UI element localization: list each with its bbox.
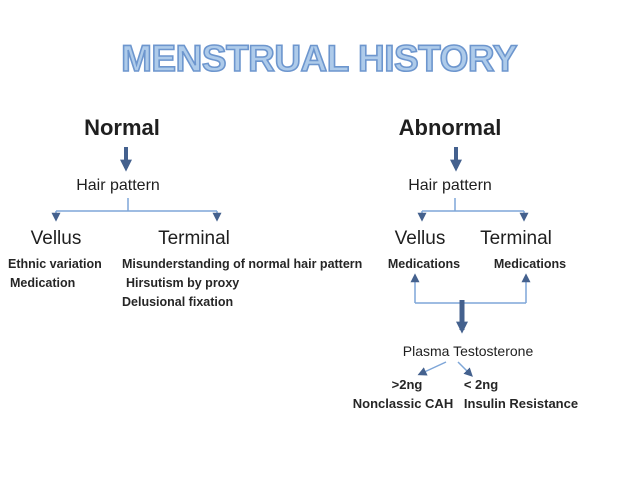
normal-vellus-node: Vellus xyxy=(30,228,82,249)
plasma-testosterone-node: Plasma Testosterone xyxy=(402,343,534,359)
low-diagnosis-label: Insulin Resistance xyxy=(463,396,579,411)
normal-heading: Normal xyxy=(84,115,160,140)
arrow-to-low-value-icon xyxy=(457,361,473,377)
abnormal-heading: Abnormal xyxy=(398,115,502,140)
normal-terminal-item: Hirsutism by proxy xyxy=(126,276,240,290)
arrow-to-high-value-icon xyxy=(417,361,447,376)
normal-hair-pattern-node: Hair pattern xyxy=(76,177,160,194)
normal-terminal-node: Terminal xyxy=(158,228,230,249)
normal-vellus-item: Medication xyxy=(10,276,76,290)
normal-terminal-item: Delusional fixation xyxy=(122,295,234,309)
abnormal-hair-pattern-node: Hair pattern xyxy=(408,177,492,194)
abnormal-vellus-item: Medications xyxy=(387,257,461,271)
high-diagnosis-label: Nonclassic CAH xyxy=(352,396,454,411)
abnormal-terminal-item: Medications xyxy=(493,257,567,271)
normal-vellus-item: Ethnic variation xyxy=(8,257,102,271)
abnormal-terminal-node: Terminal xyxy=(480,228,552,249)
page-title: MENSTRUAL HISTORY xyxy=(120,37,518,80)
high-value-label: >2ng xyxy=(391,377,423,392)
normal-terminal-item: Misunderstanding of normal hair pattern xyxy=(122,257,363,271)
abnormal-vellus-node: Vellus xyxy=(394,228,446,249)
low-value-label: < 2ng xyxy=(463,377,499,392)
